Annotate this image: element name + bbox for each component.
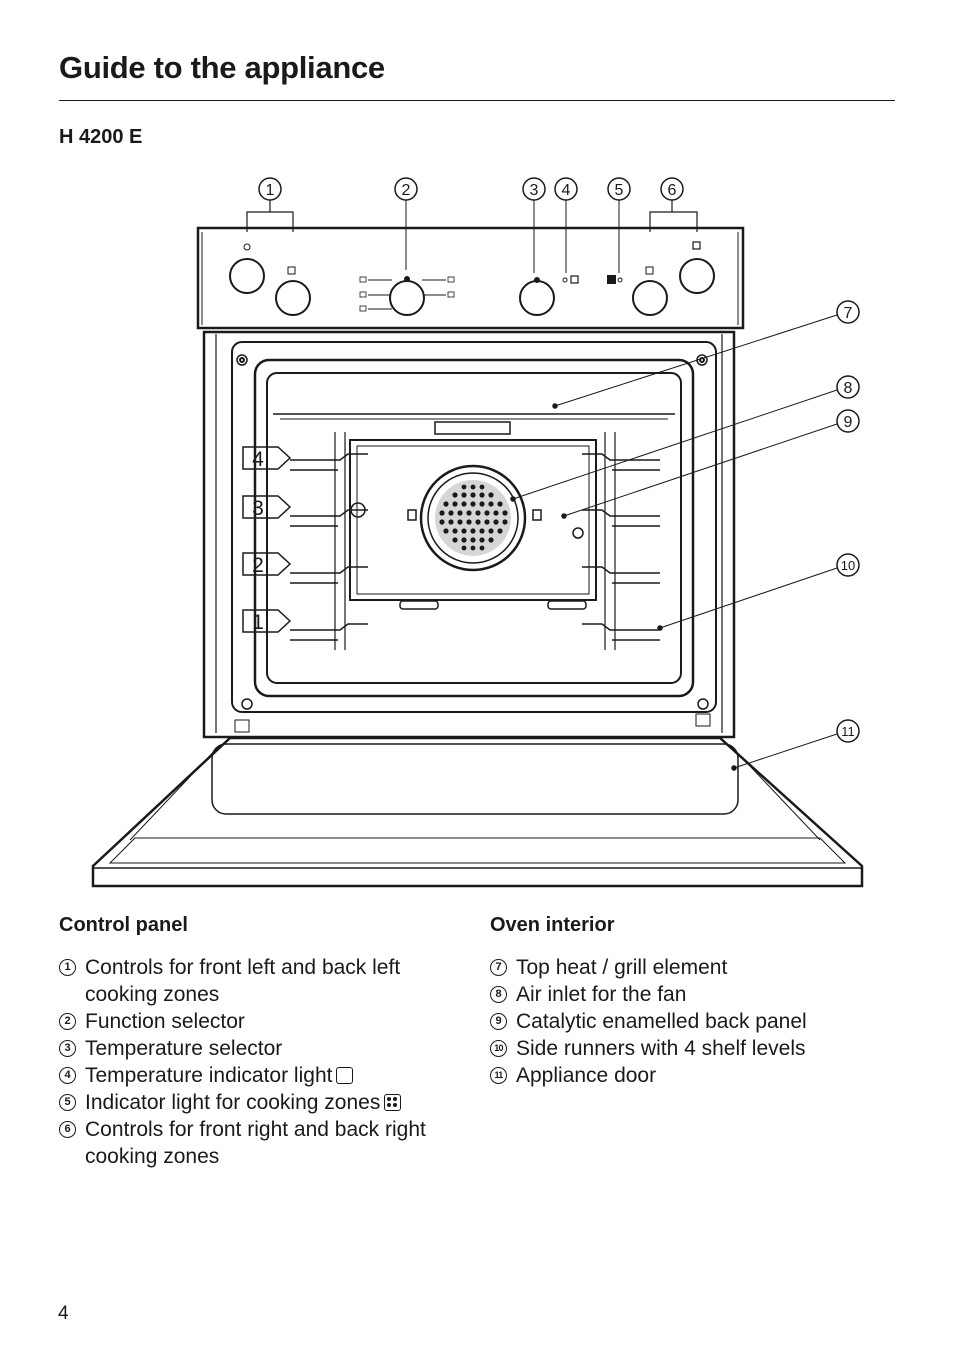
callout-8: 8 [844, 380, 853, 397]
back-panel [349, 439, 597, 601]
item-text: Controls for front left and back left co… [85, 956, 401, 1006]
oven-interior-list: 7 Top heat / grill element 8 Air inlet for… [490, 954, 900, 1089]
list-item: 8 Air inlet for the fan [490, 981, 900, 1008]
item-number: 6 [59, 1121, 76, 1138]
callout-3: 3 [530, 182, 539, 199]
side-runners-left [290, 432, 368, 650]
list-item: 5 Indicator light for cooking zones [59, 1089, 469, 1116]
list-item: 2 Function selector [59, 1008, 469, 1035]
page-number: 4 [58, 1303, 69, 1324]
list-item: 9 Catalytic enamelled back panel [490, 1008, 900, 1035]
knob-front-left [229, 243, 265, 294]
item-text: Controls for front right and back right … [85, 1118, 426, 1168]
oven-interior-heading: Oven interior [490, 914, 615, 936]
shelf-level-4: 4 [252, 448, 264, 471]
item-text: Top heat / grill element [516, 956, 728, 979]
knob-front-right [679, 241, 715, 294]
cooking-zones-indicator-light [607, 275, 623, 284]
item-number: 8 [490, 986, 507, 1003]
list-item: 1 Controls for front left and back left c… [59, 954, 469, 1008]
item-number: 3 [59, 1040, 76, 1057]
callout-1: 1 [266, 182, 275, 199]
callout-11: 11 [841, 724, 855, 739]
callout-9: 9 [844, 414, 853, 431]
callout-6: 6 [668, 182, 677, 199]
callout-7: 7 [844, 305, 853, 322]
grill-element [273, 413, 675, 435]
item-number: 10 [490, 1040, 507, 1057]
knob-back-left [275, 266, 311, 316]
callouts-top: 1 2 3 4 5 6 [246, 177, 698, 273]
fan-air-inlet [419, 464, 527, 572]
item-text: Indicator light for cooking zones [85, 1091, 381, 1114]
list-item: 7 Top heat / grill element [490, 954, 900, 981]
callout-5: 5 [615, 182, 624, 199]
list-item: 11 Appliance door [490, 1062, 900, 1089]
control-panel-list: 1 Controls for front left and back left c… [59, 954, 469, 1170]
temperature-indicator-light [562, 275, 579, 284]
item-number: 5 [59, 1094, 76, 1111]
list-item: 6 Controls for front right and back right… [59, 1116, 469, 1170]
shelf-level-2: 2 [252, 554, 264, 577]
knob-function-selector [359, 276, 455, 316]
shelf-level-3: 3 [252, 497, 264, 520]
item-text: Catalytic enamelled back panel [516, 1010, 807, 1033]
item-number: 2 [59, 1013, 76, 1030]
item-text: Temperature indicator light [85, 1064, 333, 1087]
side-runners-right [582, 432, 660, 650]
item-number: 9 [490, 1013, 507, 1030]
cooking-zones-icon [384, 1094, 402, 1111]
list-item: 3 Temperature selector [59, 1035, 469, 1062]
item-text: Air inlet for the fan [516, 983, 687, 1006]
page-title: Guide to the appliance [59, 50, 385, 85]
item-text: Function selector [85, 1010, 245, 1033]
oven-light-icon [336, 1067, 354, 1084]
callout-2: 2 [402, 182, 411, 199]
knob-temperature-selector [519, 277, 555, 316]
item-text: Temperature selector [85, 1037, 283, 1060]
item-number: 4 [59, 1067, 76, 1084]
item-number: 11 [490, 1067, 507, 1084]
callouts-right: 7 8 9 10 11 [510, 300, 860, 771]
item-text: Appliance door [516, 1064, 657, 1087]
callout-4: 4 [562, 182, 571, 199]
model-heading: H 4200 E [59, 126, 143, 148]
oven-diagram: 4 3 2 1 1 [90, 170, 870, 892]
item-number: 7 [490, 959, 507, 976]
shelf-level-1: 1 [252, 611, 264, 634]
item-number: 1 [59, 959, 76, 976]
list-item: 10 Side runners with 4 shelf levels [490, 1035, 900, 1062]
oven-cavity-frame [231, 341, 717, 713]
knob-back-right [632, 266, 668, 316]
title-divider [59, 100, 895, 101]
shelf-level-tags: 4 3 2 1 [242, 446, 292, 634]
control-panel-heading: Control panel [59, 914, 188, 936]
list-item: 4 Temperature indicator light [59, 1062, 469, 1089]
appliance-door [91, 713, 864, 888]
callout-10: 10 [841, 558, 855, 573]
item-text: Side runners with 4 shelf levels [516, 1037, 806, 1060]
control-panel [196, 226, 745, 330]
